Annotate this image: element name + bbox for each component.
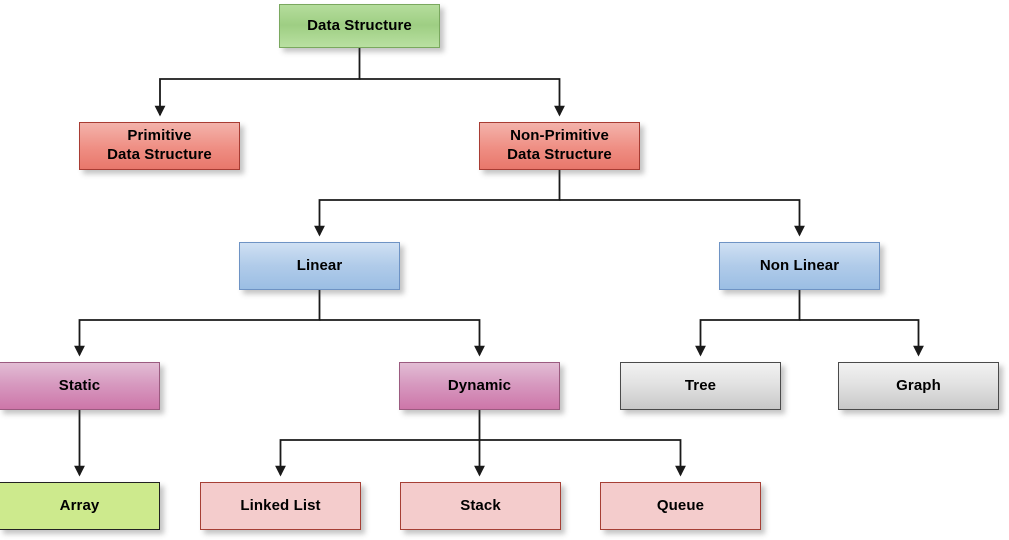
node-graph[interactable]: Graph (838, 362, 999, 410)
edge-dynamic-to-linked-list (275, 410, 481, 477)
edge-data-structure-to-non-primitive (359, 78, 565, 117)
edge-linear-to-static (74, 290, 321, 357)
node-primitive-data-structure[interactable]: Primitive Data Structure (79, 122, 240, 170)
node-dynamic[interactable]: Dynamic (399, 362, 560, 410)
node-array[interactable]: Array (0, 482, 160, 530)
edge-data-structure-to-primitive (154, 48, 361, 117)
node-data-structure[interactable]: Data Structure (279, 4, 440, 48)
node-stack[interactable]: Stack (400, 482, 561, 530)
edge-dynamic-to-queue (479, 439, 686, 477)
node-queue[interactable]: Queue (600, 482, 761, 530)
edge-linear-to-dynamic (319, 319, 485, 357)
edge-non-primitive-to-non-linear (559, 199, 805, 237)
edge-non-primitive-to-linear (314, 170, 561, 237)
node-linear[interactable]: Linear (239, 242, 400, 290)
node-non-linear[interactable]: Non Linear (719, 242, 880, 290)
node-non-primitive-data-structure[interactable]: Non-Primitive Data Structure (479, 122, 640, 170)
edge-non-linear-to-tree (695, 290, 801, 357)
edge-non-linear-to-graph (799, 319, 924, 357)
node-linked-list[interactable]: Linked List (200, 482, 361, 530)
node-tree[interactable]: Tree (620, 362, 781, 410)
node-static[interactable]: Static (0, 362, 160, 410)
